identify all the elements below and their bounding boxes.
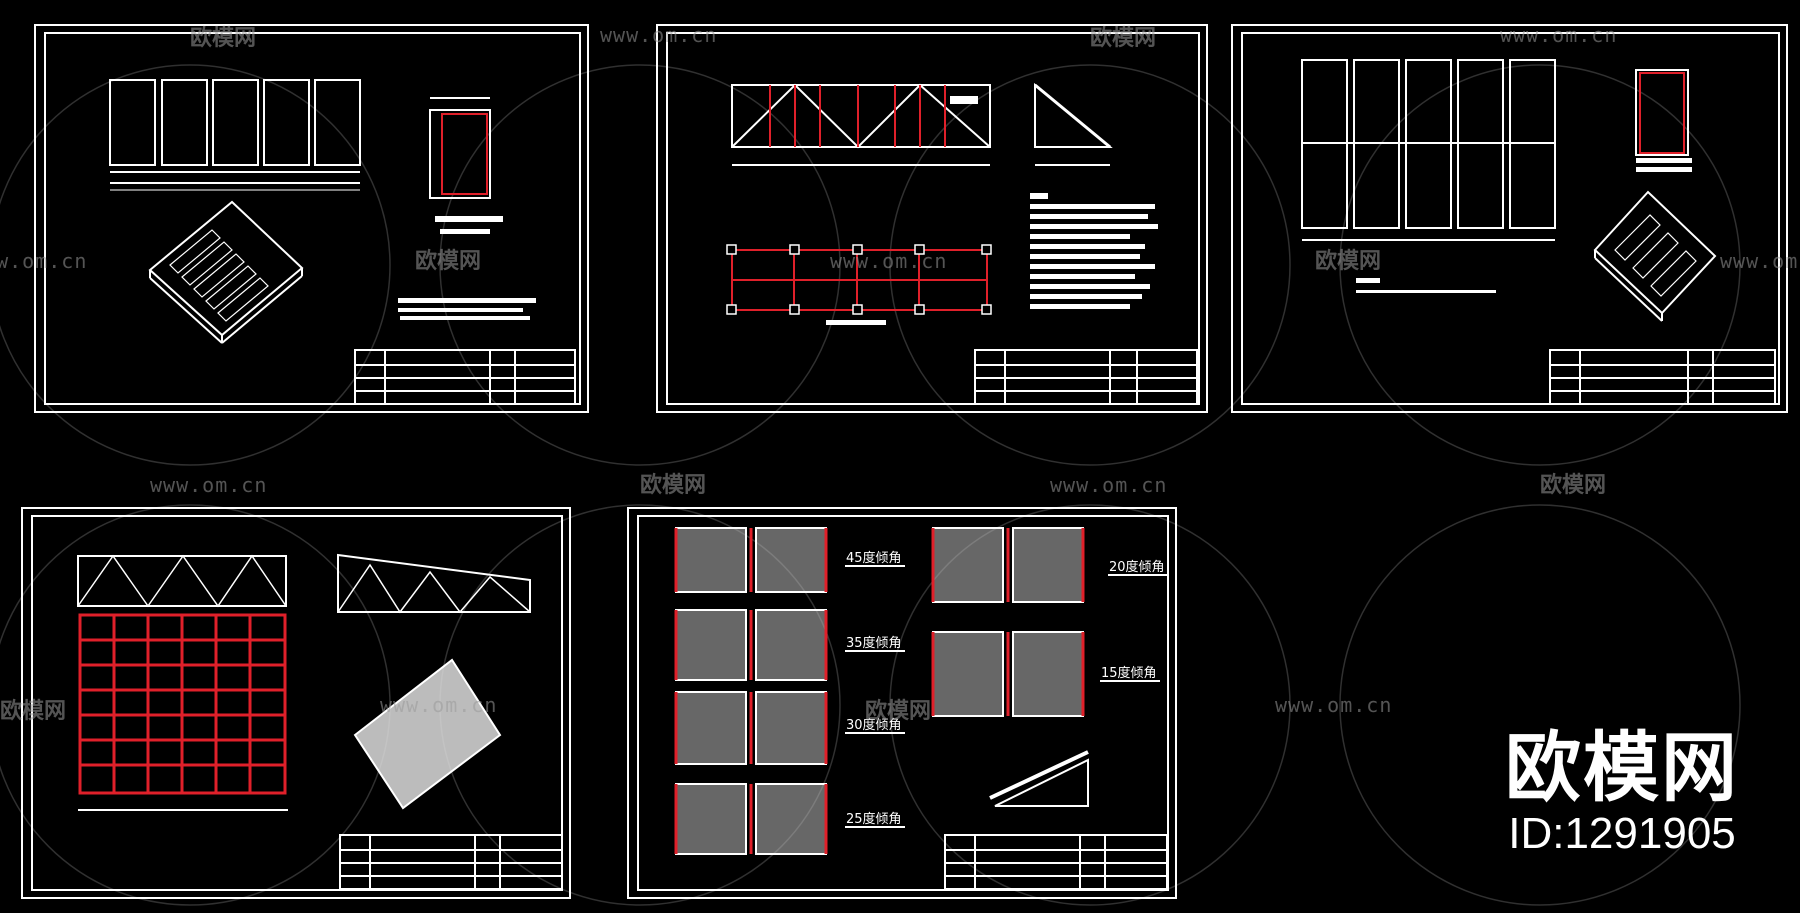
tilt-label-30: 30度倾角 — [846, 717, 902, 733]
sheet-b-notes — [826, 96, 1158, 325]
watermark-brand-4: 欧模网 — [1315, 248, 1381, 274]
drawing-sheet-c — [1231, 24, 1788, 413]
sheet-b-nodes — [726, 244, 992, 315]
watermark-url-7: www.om.cn — [1050, 473, 1167, 497]
watermark-brand-3: 欧模网 — [415, 248, 481, 274]
sheet-a-notes — [398, 216, 536, 320]
drawing-sheet-d — [21, 507, 571, 899]
watermark-url-1: www.om.cn — [600, 23, 717, 47]
watermark-brand-6: 欧模网 — [1540, 472, 1606, 498]
watermark-url-4: www.om.cn — [830, 249, 947, 273]
watermark-brand-7: 欧模网 — [0, 698, 66, 724]
watermark-brand-1: 欧模网 — [190, 25, 256, 51]
drawing-sheet-e — [627, 507, 1177, 899]
watermark-url-6: www.om.cn — [150, 473, 267, 497]
drawing-sheet-a — [34, 24, 589, 413]
watermark-url-5: www.om.cn — [1720, 249, 1800, 273]
tilt-label-15: 15度倾角 — [1101, 665, 1157, 681]
brand-badge: 欧模网 ID:1291905 — [1502, 728, 1742, 860]
brand-logo: 欧模网 — [1505, 723, 1739, 812]
sheet-c-notes — [1356, 158, 1692, 293]
watermark-url-9: www.om.cn — [1275, 693, 1392, 717]
tilt-label-45: 45度倾角 — [846, 550, 902, 566]
watermark-url-3: www.om.cn — [0, 249, 87, 273]
watermark-url-texts: www.om.cn www.om.cn www.om.cn www.om.cn … — [0, 23, 1800, 717]
watermark-url-2: www.om.cn — [1500, 23, 1617, 47]
tilt-label-20: 20度倾角 — [1109, 559, 1165, 575]
watermark-brand-8: 欧模网 — [865, 698, 931, 724]
watermark-brand-texts: 欧模网 欧模网 欧模网 欧模网 欧模网 欧模网 欧模网 欧模网 — [0, 25, 1606, 724]
tilt-label-35: 35度倾角 — [846, 635, 902, 651]
drawing-sheet-b — [656, 24, 1208, 413]
sheet-e-tilt-labels: 45度倾角 35度倾角 30度倾角 25度倾角 20度倾角 15度倾角 — [846, 550, 1165, 827]
tilt-label-25: 25度倾角 — [846, 811, 902, 827]
watermark-brand-2: 欧模网 — [1090, 25, 1156, 51]
model-id: ID:1291905 — [1508, 809, 1736, 858]
watermark-url-8: www.om.cn — [380, 693, 497, 717]
watermark-brand-5: 欧模网 — [640, 472, 706, 498]
